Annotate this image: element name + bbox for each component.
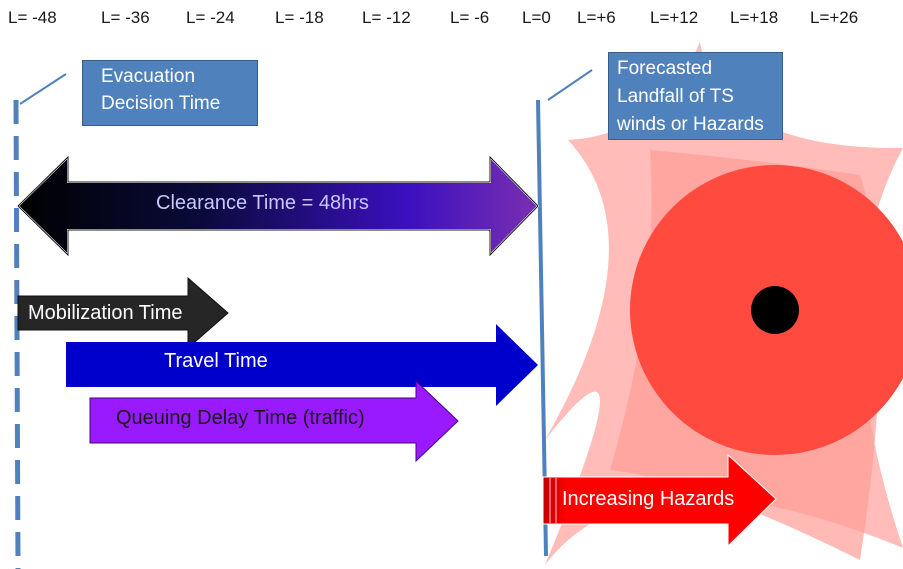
- timeline-label-l-minus-12: L= -12: [362, 8, 411, 27]
- timeline-label-l-plus-26: L=+26: [810, 8, 859, 27]
- landfall-callout-line1: Forecasted: [617, 58, 713, 79]
- evacuation-decision-callout: Evacuation Decision Time: [82, 60, 258, 126]
- hurricane-graphic: [545, 42, 903, 565]
- evacuation-callout-line2: Decision Time: [101, 93, 221, 114]
- increasing-hazards-arrow: [542, 453, 777, 548]
- timeline-label-l-minus-24: L= -24: [186, 8, 235, 27]
- timeline-label-l-minus-18: L= -18: [275, 8, 324, 27]
- timeline-label-l-plus-12: L=+12: [650, 8, 699, 27]
- evacuation-callout-leader: [19, 73, 67, 105]
- timeline-label-l-minus-6: L= -6: [450, 8, 490, 27]
- evacuation-decision-line: [13, 99, 21, 569]
- storm-eye: [751, 286, 799, 334]
- landfall-callout: Forecasted Landfall of TS winds or Hazar…: [608, 52, 783, 140]
- travel-time-arrow: [66, 324, 538, 406]
- mobilization-time-label: Mobilization Time: [28, 302, 183, 324]
- timeline-label-l-plus-6: L=+6: [577, 8, 616, 27]
- timeline-label-l-minus-36: L= -36: [101, 8, 150, 27]
- timeline-label-l-minus-48: L= -48: [8, 8, 57, 27]
- queuing-delay-label: Queuing Delay Time (traffic): [116, 407, 365, 429]
- landfall-callout-line2: Landfall of TS: [617, 86, 734, 107]
- travel-time-label: Travel Time: [164, 350, 268, 372]
- queuing-delay-arrow: [89, 379, 459, 463]
- evacuation-callout-line1: Evacuation: [101, 66, 196, 87]
- landfall-callout-line3: winds or Hazards: [617, 114, 764, 135]
- mobilization-time-arrow: [17, 276, 229, 350]
- timeline-label-l-plus-18: L=+18: [730, 8, 779, 27]
- clearance-time-label: Clearance Time = 48hrs: [156, 192, 369, 214]
- increasing-hazards-label: Increasing Hazards: [562, 488, 735, 510]
- timeline-label-l-0: L=0: [522, 8, 551, 27]
- landfall-callout-leader: [547, 69, 593, 101]
